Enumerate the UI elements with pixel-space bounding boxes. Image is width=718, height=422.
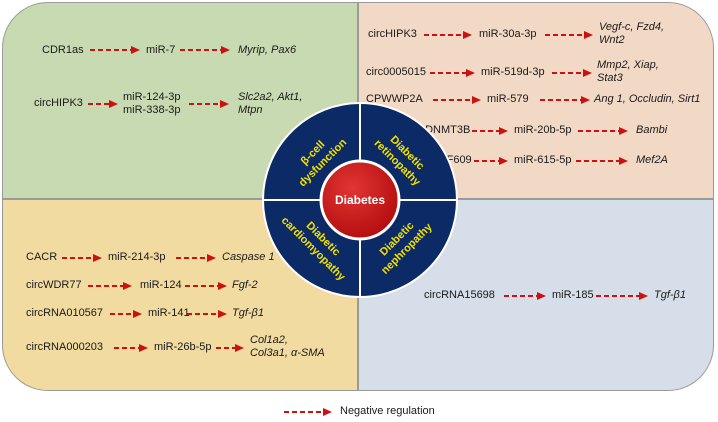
legend-arrow xyxy=(284,408,332,416)
mirna-label: miR-124 xyxy=(140,279,182,291)
target-genes-label: Tgf-β1 xyxy=(654,289,686,301)
negative-regulation-arrow xyxy=(576,157,628,165)
negative-regulation-arrow xyxy=(187,310,227,318)
circrna-label: CZNF609 xyxy=(424,154,472,166)
mirna-label: miR-519d-3p xyxy=(481,66,545,78)
negative-regulation-arrow xyxy=(504,292,546,300)
circrna-label: circHIPK3 xyxy=(34,97,83,109)
negative-regulation-arrow xyxy=(62,254,102,262)
target-genes-label: Mmp2, Xiap, xyxy=(597,59,659,71)
target-genes-label: Fgf-2 xyxy=(232,279,258,291)
negative-regulation-arrow xyxy=(176,254,216,262)
target-genes-label: Col1a2, xyxy=(250,334,288,346)
negative-regulation-arrow xyxy=(545,31,593,39)
negative-regulation-arrow xyxy=(433,96,481,104)
target-genes-label: Caspase 1 xyxy=(222,251,275,263)
target-genes-label: Stat3 xyxy=(597,72,623,84)
circrna-label: CPWWP2A xyxy=(366,93,423,105)
mirna-label: miR-7 xyxy=(146,44,176,56)
negative-regulation-arrow xyxy=(474,157,508,165)
target-genes-label: Wnt2 xyxy=(599,34,625,46)
negative-regulation-arrow xyxy=(540,96,590,104)
negative-regulation-arrow xyxy=(424,31,472,39)
negative-regulation-arrow xyxy=(189,100,229,108)
mirna-label: miR-20b-5p xyxy=(514,124,572,136)
mirna-label: miR-26b-5p xyxy=(154,341,212,353)
mirna-label: miR-338-3p xyxy=(123,104,181,116)
negative-regulation-arrow xyxy=(430,69,475,77)
diabetic-cardiomyopathy-panel xyxy=(2,199,358,391)
target-genes-label: Bambi xyxy=(636,124,668,136)
circrna-label: circRNA000203 xyxy=(26,341,104,353)
negative-regulation-arrow xyxy=(90,46,140,54)
negative-regulation-arrow xyxy=(552,69,592,77)
circrna-label: circHIPK3 xyxy=(368,28,417,40)
circrna-label: circWDR77 xyxy=(26,279,82,291)
negative-regulation-arrow xyxy=(578,127,628,135)
target-genes-label: Myrip, Pax6 xyxy=(238,44,297,56)
negative-regulation-arrow xyxy=(472,127,508,135)
circrna-label: circRNA15698 xyxy=(424,289,495,301)
negative-regulation-arrow xyxy=(180,46,230,54)
target-genes-label: Mef2A xyxy=(636,154,668,166)
target-genes-label: Tgf-β1 xyxy=(232,307,264,319)
negative-regulation-arrow xyxy=(88,282,132,290)
negative-regulation-arrow xyxy=(185,282,227,290)
target-genes-label: Mtpn xyxy=(238,104,263,116)
mirna-label: miR-185 xyxy=(552,289,594,301)
negative-regulation-arrow xyxy=(216,344,244,352)
target-genes-label: Vegf-c, Fzd4, xyxy=(599,21,665,33)
circrna-label: circ0005015 xyxy=(366,66,426,78)
negative-regulation-arrow xyxy=(88,100,118,108)
mirna-label: miR-615-5p xyxy=(514,154,572,166)
circrna-label: circRNA010567 xyxy=(26,307,104,319)
mirna-label: miR-214-3p xyxy=(108,251,166,263)
target-genes-label: Slc2a2, Akt1, xyxy=(238,91,303,103)
mirna-label: miR-124-3p xyxy=(123,91,181,103)
negative-regulation-arrow xyxy=(110,310,142,318)
circrna-label: CDR1as xyxy=(42,44,84,56)
mirna-label: miR-141 xyxy=(148,307,190,319)
mirna-label: miR-30a-3p xyxy=(479,28,537,40)
negative-regulation-arrow xyxy=(596,292,648,300)
circrna-label: circDNMT3B xyxy=(408,124,471,136)
target-genes-label: Col3a1, α-SMA xyxy=(250,347,325,359)
target-genes-label: Ang 1, Occludin, Sirt1 xyxy=(594,93,701,105)
mirna-label: miR-579 xyxy=(487,93,529,105)
negative-regulation-arrow xyxy=(114,344,148,352)
circrna-label: CACR xyxy=(26,251,58,263)
legend-label: Negative regulation xyxy=(340,405,435,417)
